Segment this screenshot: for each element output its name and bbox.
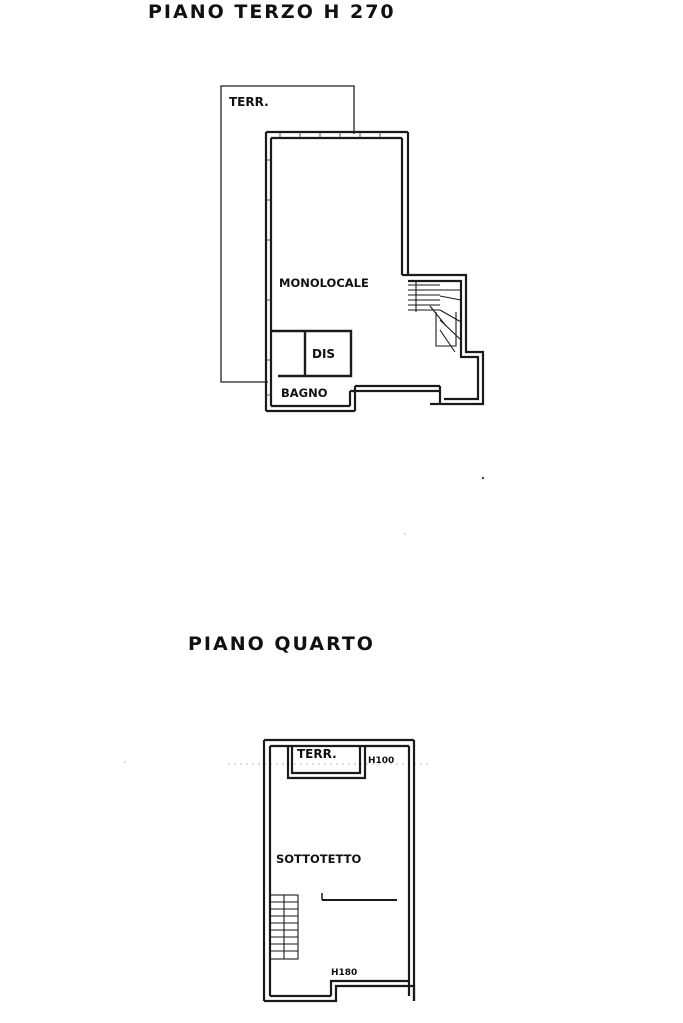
height-label-top-right: H100 (368, 756, 394, 766)
speck (124, 761, 126, 763)
studio-label: MONOLOCALE (279, 276, 369, 290)
height-label-bottom: H180 (331, 968, 357, 978)
fourth-floor-walls (262, 738, 416, 1003)
fourth-floor-title: PIANO QUARTO (188, 633, 375, 655)
attic-label: SOTTOTETTO (276, 852, 361, 866)
bathroom-label: BAGNO (281, 386, 328, 400)
third-floor-walls (264, 130, 485, 413)
third-floor-inner-walls (271, 329, 353, 378)
speck (404, 533, 406, 535)
fourth-floor-terrace-label: TERR. (297, 747, 337, 761)
hall-label: DIS (312, 347, 335, 361)
fourth-floor-stairs (269, 894, 299, 960)
third-floor-terrace-label: TERR. (229, 95, 269, 109)
third-floor-title: PIANO TERZO H 270 (148, 1, 396, 23)
third-floor-stairs (408, 281, 462, 353)
speck (481, 476, 485, 480)
wall-hatching (266, 132, 381, 396)
terrace-outline (220, 85, 355, 383)
fourth-floor-plan: PIANO QUARTO (188, 633, 430, 1003)
third-floor-plan: PIANO TERZO H 270 TERR. (148, 1, 485, 413)
